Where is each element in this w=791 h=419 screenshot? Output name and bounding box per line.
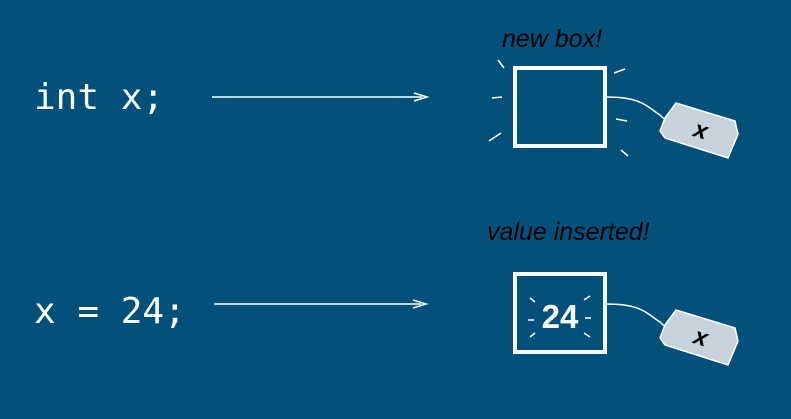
- name-tag: x: [659, 102, 739, 159]
- tag-string: [605, 96, 667, 121]
- caption-new-box: new box!: [502, 25, 603, 53]
- empty-box: [513, 66, 607, 148]
- value-burst-lines: [528, 295, 591, 338]
- caption-value-inserted: value inserted!: [487, 218, 650, 246]
- tag-string-2: [605, 303, 667, 328]
- burst-lines: [488, 59, 629, 157]
- code-declaration: int x;: [34, 77, 165, 118]
- arrow-assignment: [214, 299, 429, 309]
- name-tag-2: x: [659, 309, 739, 366]
- code-assignment: x = 24;: [34, 291, 186, 332]
- box-value: 24: [542, 298, 579, 335]
- arrow-declaration: [212, 92, 430, 102]
- filled-box: [513, 272, 607, 354]
